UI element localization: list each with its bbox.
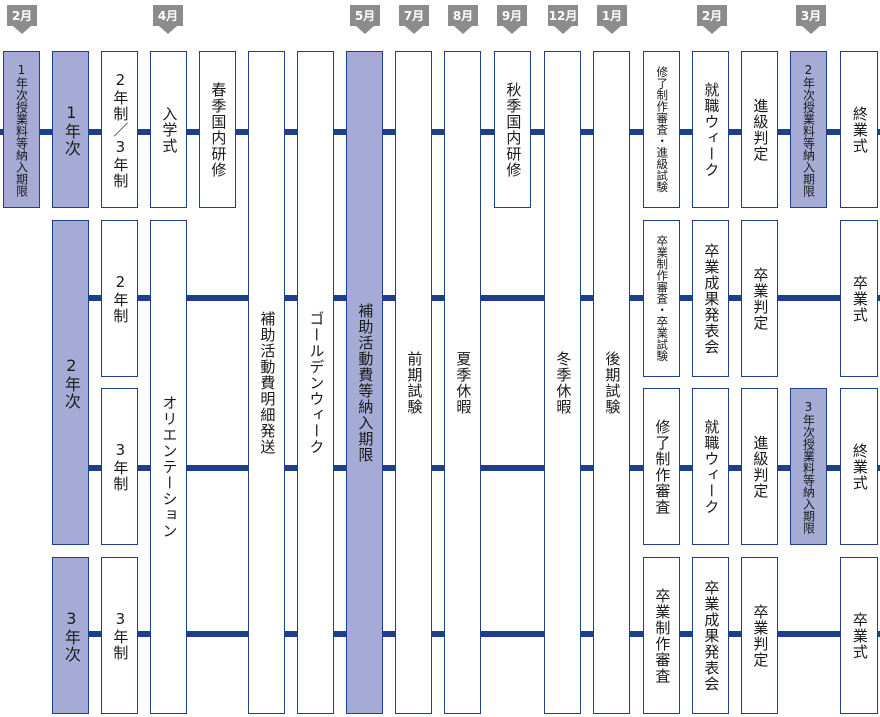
month-label: 4月 [153,5,183,26]
month-label: 2月 [7,5,37,26]
completion-work-review: 修了制作審査 [643,388,680,545]
month-marker: 2月 [7,5,37,35]
row-line-year2-2yr [85,295,880,301]
month-label: 12月 [548,5,578,26]
graduation-presentation: 卒業成果発表会 [692,220,729,377]
summer-vacation: 夏季休暇 [444,51,481,714]
year2-label: 2年次 [52,220,89,545]
month-label: 3月 [796,5,826,26]
promotion-judgment: 進級判定 [741,388,778,545]
course-3-year: 3年制 [101,388,138,545]
promotion-judgment: 進級判定 [741,51,778,208]
graduation-judgment: 卒業判定 [741,557,778,714]
payment-deadline-year3: 3年次授業料等納入期限 [790,388,827,545]
month-marker: 2月 [697,5,727,35]
year3-label: 3年次 [52,557,89,714]
month-marker: 4月 [153,5,183,35]
course-2-3-year: 2年制／3年制 [101,51,138,208]
row-line-year3 [85,631,880,637]
year1-label: 1年次 [52,51,89,208]
graduation-work-review: 卒業制作審査 [643,557,680,714]
graduation-review-graduation-exam: 卒業制作審査・卒業試験 [643,220,680,377]
month-label: 7月 [399,5,429,26]
subsidy-payment-deadline: 補助活動費等納入期限 [346,51,383,714]
month-label: 5月 [350,5,380,26]
first-semester-exam: 前期試験 [395,51,432,714]
month-label: 2月 [697,5,727,26]
month-marker: 5月 [350,5,380,35]
second-semester-exam: 後期試験 [593,51,630,714]
payment-deadline-year2: 2年次授業料等納入期限 [790,51,827,208]
winter-vacation: 冬季休暇 [544,51,581,714]
row-line-year2-3yr [85,465,880,471]
month-marker: 9月 [497,5,527,35]
row-line-year1 [0,129,880,135]
month-label: 1月 [597,5,627,26]
orientation: オリエンテーション [150,220,187,714]
graduation-ceremony: 卒業式 [840,557,878,714]
course-2-year: 2年制 [101,220,138,377]
job-hunting-week: 就職ウィーク [692,51,729,208]
completion-review-promotion-exam: 修了制作審査・進級試験 [643,51,680,208]
subsidy-detail-mailing: 補助活動費明細発送 [248,51,285,714]
payment-deadline-year1: 1年次授業料等納入期限 [3,51,40,208]
graduation-presentation: 卒業成果発表会 [692,557,729,714]
golden-week: ゴールデンウィーク [297,51,334,714]
entrance-ceremony: 入学式 [150,51,187,208]
month-marker: 1月 [597,5,627,35]
month-marker: 8月 [448,5,478,35]
month-marker: 12月 [548,5,578,35]
month-label: 9月 [497,5,527,26]
month-marker: 7月 [399,5,429,35]
closing-ceremony: 終業式 [840,51,878,208]
course-3-year: 3年制 [101,557,138,714]
graduation-ceremony: 卒業式 [840,220,878,377]
job-hunting-week: 就職ウィーク [692,388,729,545]
autumn-domestic-training: 秋季国内研修 [494,51,531,208]
month-label: 8月 [448,5,478,26]
closing-ceremony: 終業式 [840,388,878,545]
spring-domestic-training: 春季国内研修 [199,51,236,208]
month-marker: 3月 [796,5,826,35]
graduation-judgment: 卒業判定 [741,220,778,377]
